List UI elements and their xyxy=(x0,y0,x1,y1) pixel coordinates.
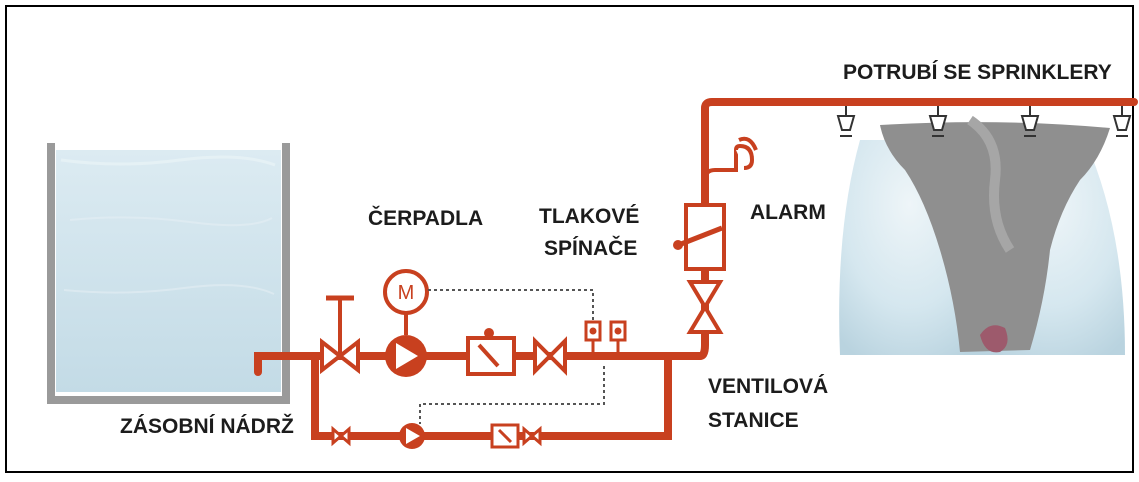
label-alarm: ALARM xyxy=(750,201,826,224)
check-valve-icon xyxy=(466,328,516,376)
bypass-check-valve-icon xyxy=(490,423,520,449)
station-gate-valve-icon xyxy=(686,280,724,334)
sprinkler-head-icon xyxy=(1020,106,1040,137)
sprinkler-head-icon xyxy=(836,106,856,137)
sprinkler-head-icon xyxy=(928,106,948,137)
label-pressure-switches-line2: SPÍNAČE xyxy=(544,237,638,260)
label-valve-station-line1: VENTILOVÁ xyxy=(708,375,829,398)
gate-valve-icon xyxy=(320,295,360,375)
label-pumps: ČERPADLA xyxy=(368,207,484,230)
valve-station xyxy=(673,150,738,334)
label-valve-station-line2: STANICE xyxy=(708,409,799,432)
control-wiring xyxy=(419,289,605,424)
label-pressure-switches-line1: TLAKOVÉ xyxy=(539,205,640,228)
gate-valve-icon xyxy=(533,336,567,376)
jockey-pump-icon xyxy=(399,423,425,449)
sprinkler-head-icon xyxy=(1112,106,1132,137)
sprinkler-spray-illustration xyxy=(839,115,1125,355)
frame-border xyxy=(5,5,1134,473)
bypass-valve-icon xyxy=(522,425,542,447)
pressure-switch-icon xyxy=(584,320,627,352)
storage-tank xyxy=(47,143,290,404)
fire-figure xyxy=(980,325,1008,353)
smoke-plume xyxy=(880,122,1110,352)
tank-wall xyxy=(47,143,290,404)
alarm-bell-icon xyxy=(734,136,758,170)
motor-symbol: M xyxy=(398,282,415,304)
pump-icon xyxy=(385,335,427,377)
motor-icon: M xyxy=(383,269,429,315)
label-sprinkler-pipe: POTRUBÍ SE SPRINKLERY xyxy=(843,61,1112,84)
bypass-valve-icon xyxy=(331,425,351,447)
label-storage-tank: ZÁSOBNÍ NÁDRŽ xyxy=(120,415,294,438)
